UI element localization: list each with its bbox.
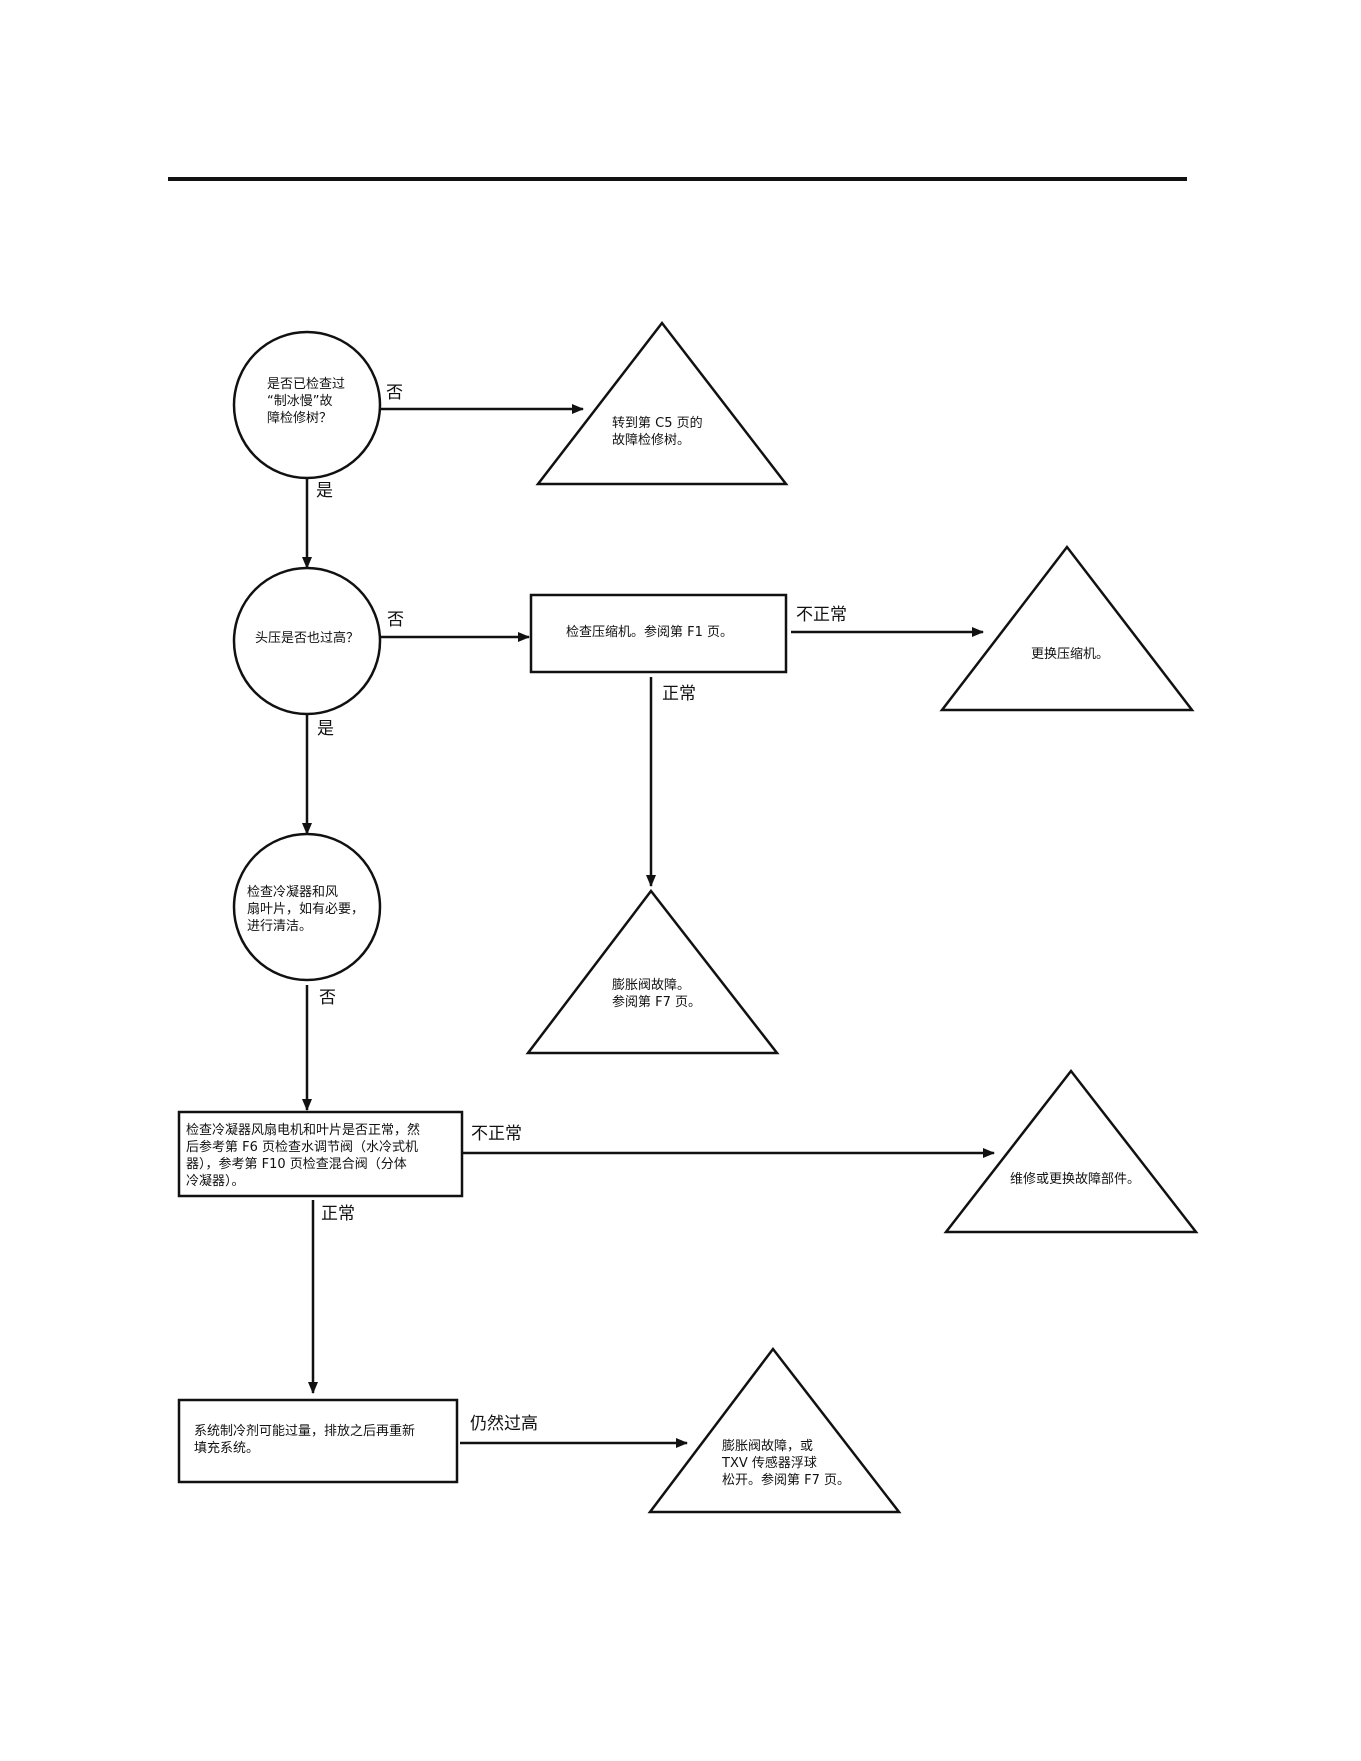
- node-t4-text: 维修或更换故障部件。: [1010, 1171, 1140, 1188]
- node-t1-text: 转到第 C5 页的 故障检修树。: [612, 415, 703, 449]
- node-t5-text: 膨胀阀故障，或 TXV 传感器浮球 松开。参阅第 F7 页。: [722, 1438, 850, 1489]
- edge-label-q1-yes: 是: [316, 481, 333, 501]
- triangle-t1: [538, 323, 786, 484]
- node-b1-text: 检查压缩机。参阅第 F1 页。: [566, 624, 733, 641]
- triangle-t4: [946, 1071, 1196, 1232]
- edge-label-b3-still-high: 仍然过高: [470, 1414, 538, 1434]
- edge-label-b1-normal: 正常: [662, 684, 696, 704]
- node-q2-text: 头压是否也过高？: [239, 630, 375, 647]
- edge-label-q2-yes: 是: [317, 719, 334, 739]
- node-t2-text: 更换压缩机。: [1031, 646, 1109, 663]
- triangle-t2: [942, 547, 1192, 710]
- edge-label-b2-normal: 正常: [321, 1204, 355, 1224]
- edge-label-q1-no: 否: [386, 383, 403, 403]
- node-q3-text: 检查冷凝器和风 扇叶片，如有必要， 进行清洁。: [247, 884, 364, 935]
- edge-label-q3-no: 否: [319, 988, 336, 1008]
- triangle-t3: [528, 891, 777, 1053]
- node-b2-text: 检查冷凝器风扇电机和叶片是否正常，然 后参考第 F6 页检查水调节阀（水冷式机 …: [186, 1122, 420, 1190]
- node-t3-text: 膨胀阀故障。 参阅第 F7 页。: [612, 977, 701, 1011]
- edge-label-b2-abnormal: 不正常: [471, 1124, 522, 1144]
- edge-label-b1-abnormal: 不正常: [796, 605, 847, 625]
- edge-label-q2-no: 否: [387, 610, 404, 630]
- node-b3-text: 系统制冷剂可能过量，排放之后再重新 填充系统。: [194, 1423, 415, 1457]
- node-q1-text: 是否已检查过 “制冰慢”故 障检修树？: [267, 376, 345, 427]
